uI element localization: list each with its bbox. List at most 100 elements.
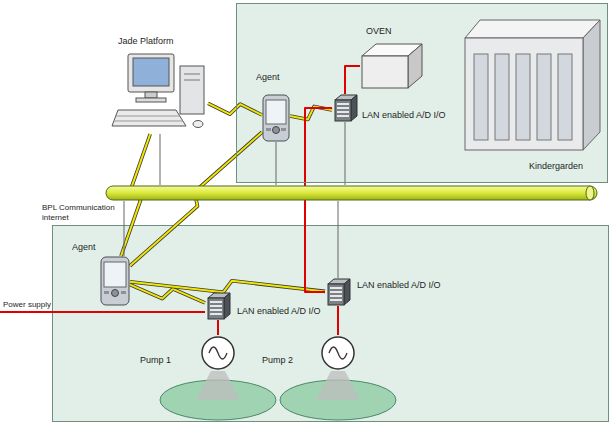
bus-link [124,201,125,256]
node-label: LAN enabled A/D I/O [362,110,446,121]
bus-line [338,201,339,278]
bus-end [586,186,594,200]
pda-button [281,128,286,131]
pump-symbol [209,347,227,359]
device-front [328,284,344,305]
monitor [128,54,174,92]
building-roof [465,20,600,38]
io-module: LAN enabled A/D I/O [325,278,445,308]
power-label: Power supply [2,299,52,310]
region-box: Kindergarden OVEN AgentLAN enabled A/D I/O [236,3,608,183]
power-wire-line [217,320,219,335]
node-label: Agent [72,242,96,253]
pda-button [112,290,119,297]
power-wire [345,66,360,94]
pda-body [263,95,289,141]
building-window [558,54,572,140]
device-side [351,95,357,121]
water-spray [316,371,360,400]
kindergarten-building [465,20,600,150]
bus-tube [106,186,597,200]
node-label: Pump 2 [262,355,293,366]
device-port [330,299,342,301]
node-label: LAN enabled A/D I/O [357,280,441,291]
oven-front [362,56,408,88]
device-side [344,279,350,305]
power-wire [338,306,339,335]
bus-line [276,142,277,185]
device-front [335,100,351,121]
pump-icon [200,335,236,371]
pda-screen [104,262,126,287]
io-module: LAN enabled A/D I/O [205,292,325,322]
wireless-bolt [130,281,325,293]
device-front [208,298,224,319]
communication-bus: BPL Communication internet [42,183,600,225]
node-label: OVEN [366,26,392,37]
drive-slot [184,80,200,81]
device-port [330,291,342,293]
water-spray [196,371,240,400]
wireless-link [208,103,262,115]
mouse [193,121,203,128]
bus-link [276,142,277,185]
wireless-outline [208,103,262,115]
pump-icon [320,335,356,371]
pc-icon [112,52,208,134]
pda-body [101,257,129,305]
pump-node: Pump 2 [262,335,358,373]
keyboard-row [116,116,180,117]
building-side [583,20,600,150]
wireless-outline [130,281,325,293]
platform-computer: Jade Platform [112,36,210,136]
device-port [337,103,349,105]
lan-icon [332,94,358,122]
bus-link [338,201,339,278]
pda-button [104,291,109,294]
pump-body [202,337,234,369]
pump-symbol [329,347,347,359]
power-wire-line [337,306,339,335]
oven-icon [360,42,426,90]
pump-body [322,337,354,369]
pda-button [121,291,126,294]
building-window [495,54,509,140]
device-port [337,115,349,117]
wireless-link [130,281,325,293]
bus-line [160,134,161,185]
oven-side [408,44,422,88]
node-label: BPL Communication internet [42,203,118,223]
bus-link [345,122,346,185]
pda-icon [100,256,130,306]
tube-icon [105,185,598,201]
monitor-screen [133,58,169,86]
pump-node: Pump 1 [140,335,238,373]
pc-tower [180,66,204,114]
monitor-base [136,98,166,102]
keyboard [112,110,186,126]
power-line [0,311,205,313]
building-window [516,54,530,140]
device-port [337,107,349,109]
device-port [330,295,342,297]
device-port [210,305,222,307]
device-port [210,301,222,303]
building-front [465,38,583,150]
bus-line [345,122,346,185]
node-label: Jade Platform [118,36,174,47]
device-port [337,111,349,113]
device-port [330,287,342,289]
node-label: Pump 1 [140,355,171,366]
building-window [537,54,551,140]
pda-screen [266,100,286,124]
monitor-stand [145,92,157,98]
oven-node: OVEN [360,26,428,92]
device-port [210,313,222,315]
agent-device: Agent [72,242,132,308]
pda-icon [262,94,290,142]
node-label: Kindergarden [529,161,583,172]
agent-device: Agent [256,72,296,144]
bus-line [124,201,125,256]
